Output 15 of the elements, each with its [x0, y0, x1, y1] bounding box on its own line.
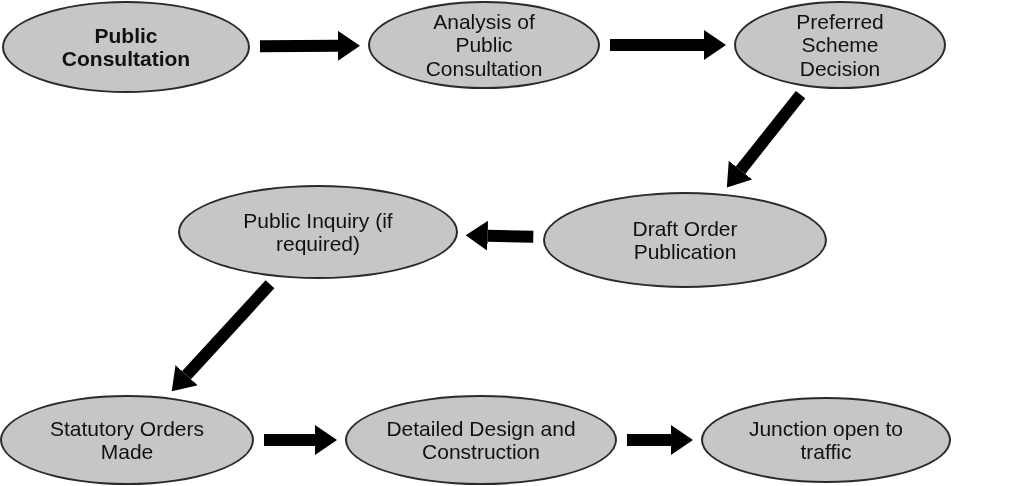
block-arrow	[465, 220, 534, 251]
block-arrow	[264, 425, 337, 455]
block-arrow	[259, 30, 360, 61]
node-label: Junction open to traffic	[747, 416, 905, 464]
block-arrow	[171, 280, 275, 392]
node-label: Statutory Orders Made	[48, 416, 206, 464]
node-label: Public Consultation	[60, 23, 192, 71]
node-label: Detailed Design and Construction	[385, 416, 577, 464]
block-arrow	[627, 425, 693, 455]
node-label: Public Inquiry (if required)	[242, 208, 394, 256]
block-arrow	[610, 30, 726, 60]
node-label: Preferred Scheme Decision	[795, 10, 885, 80]
block-arrow	[726, 90, 806, 188]
node-label: Draft Order Publication	[631, 216, 739, 264]
node-label: Analysis of Public Consultation	[424, 10, 544, 80]
